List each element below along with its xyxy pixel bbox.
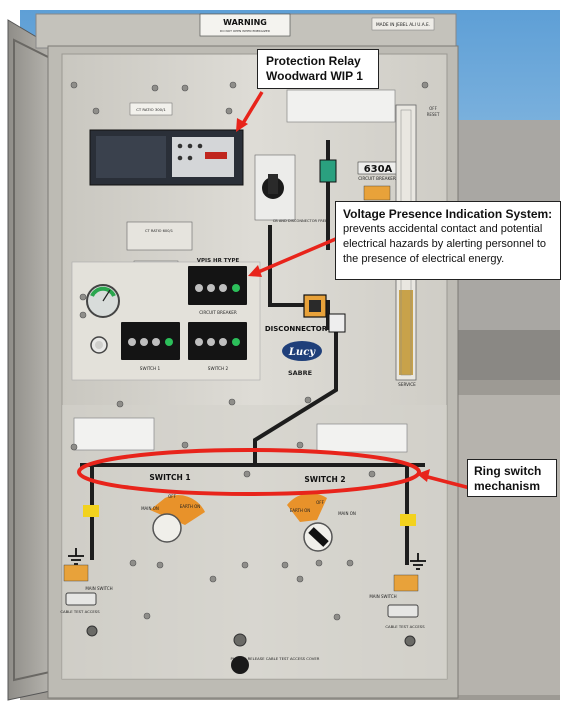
sw1-earth-icon <box>68 548 84 565</box>
ct-ratio-label: CT RATIO 300/1 <box>136 107 166 112</box>
warning-plate <box>199 13 291 37</box>
sw2-main-switch: MAIN SWITCH <box>369 594 396 599</box>
switch2-operating-head[interactable] <box>287 493 333 552</box>
vpis-sw1-module <box>121 322 180 360</box>
service-label: SERVICE <box>398 382 416 387</box>
sw2-cable-test-lever[interactable] <box>387 604 419 618</box>
vpis-cb-label: CIRCUIT BREAKER <box>199 310 237 315</box>
sw2-cable-test: CABLE TEST ACCESS <box>385 624 425 629</box>
release-knob[interactable] <box>231 656 249 674</box>
sw1-earth-on: EARTH ON <box>180 504 201 509</box>
ring-callout: Ring switch mechanism <box>467 459 557 497</box>
cb-warning-sticker <box>363 185 391 201</box>
sw1-access-bolt[interactable] <box>86 625 98 637</box>
vpis-sw2-label: SWITCH 2 <box>208 366 229 371</box>
ct-ratio-plate <box>129 102 173 116</box>
warning-sub: DO NOT OPEN WHEN ENERGIZED <box>220 29 271 33</box>
made-in-plate <box>371 17 435 31</box>
release-bolt[interactable] <box>233 633 247 647</box>
ring-switch-highlight <box>77 448 421 496</box>
switch2-label: SWITCH 2 <box>304 475 345 484</box>
vpis-title: VPIS HR TYPE <box>197 258 240 264</box>
ct-plate-label: CT RATIO 600/1 <box>145 229 173 233</box>
pull-release-label: PULL TO RELEASE CABLE TEST ACCESS COVER <box>231 656 320 661</box>
cb-indicator <box>319 159 337 183</box>
sw1-cable-test-lever[interactable] <box>65 592 97 606</box>
lucy-logo: Lucy <box>282 341 322 361</box>
blank-plate-right <box>316 423 408 453</box>
relay-callout-line1: Protection Relay <box>266 54 361 68</box>
switch1-label: SWITCH 1 <box>149 473 190 482</box>
cb-rating: 630A <box>364 164 393 175</box>
ring-callout-line2: mechanism <box>474 479 541 493</box>
vpis-cb-module <box>188 266 247 305</box>
ring-callout-line1: Ring switch <box>474 464 542 478</box>
annotation-arrows <box>236 91 471 490</box>
switch1-operating-head[interactable] <box>150 495 205 543</box>
sw1-cable-test: CABLE TEST ACCESS <box>60 609 100 614</box>
sw2-access-bolt[interactable] <box>404 635 416 647</box>
sw1-main-switch: MAIN SWITCH <box>85 586 112 591</box>
model-label: SABRE <box>288 369 312 377</box>
pressure-gauge <box>86 284 120 318</box>
cb-label: CIRCUIT BREAKER <box>358 176 396 181</box>
gauge-top: OFF <box>429 106 437 111</box>
sw2-off: OFF <box>316 500 324 505</box>
vpis-sw2-module <box>188 322 247 360</box>
blank-plate-top <box>286 89 396 123</box>
panel-bolts <box>70 81 429 621</box>
relay-callout: Protection Relay Woodward WIP 1 <box>257 49 379 89</box>
sw1-off: OFF <box>168 494 176 499</box>
vpis-callout: Voltage Presence Indication System: prev… <box>335 201 561 280</box>
cb-disc-note: CB AND DISCONNECTOR FREE <box>273 219 328 223</box>
disconnector-handle[interactable] <box>328 313 346 333</box>
warning-title: WARNING <box>223 18 267 27</box>
relay-callout-line2: Woodward WIP 1 <box>266 69 363 83</box>
disconnector-label: DISCONNECTOR <box>265 325 328 333</box>
sw2-warning-sticker <box>393 574 419 592</box>
ct-plate <box>126 221 193 251</box>
vpis-sw1-label: SWITCH 1 <box>140 366 161 371</box>
vpis-callout-body: prevents accidental contact and potentia… <box>343 223 547 265</box>
sw1-yellow-indicator <box>83 505 99 517</box>
brand-label: Lucy <box>288 347 316 358</box>
made-in-label: MADE IN JEBEL ALI U.A.E. <box>376 22 430 28</box>
blank-plate-left <box>73 417 155 451</box>
sw1-main-on: MAIN ON <box>141 506 159 511</box>
sw2-yellow-indicator <box>400 514 416 526</box>
sw2-earth-on: EARTH ON <box>290 508 311 513</box>
sw1-warning-sticker <box>63 564 89 582</box>
sw2-main-on: MAIN ON <box>338 511 356 516</box>
vpis-callout-title: Voltage Presence Indication System: <box>343 207 553 221</box>
gauge-bottom: RESET <box>427 112 440 117</box>
cb-operating-knob[interactable] <box>262 174 284 199</box>
push-button[interactable] <box>90 336 108 354</box>
sw2-earth-icon <box>410 553 426 570</box>
